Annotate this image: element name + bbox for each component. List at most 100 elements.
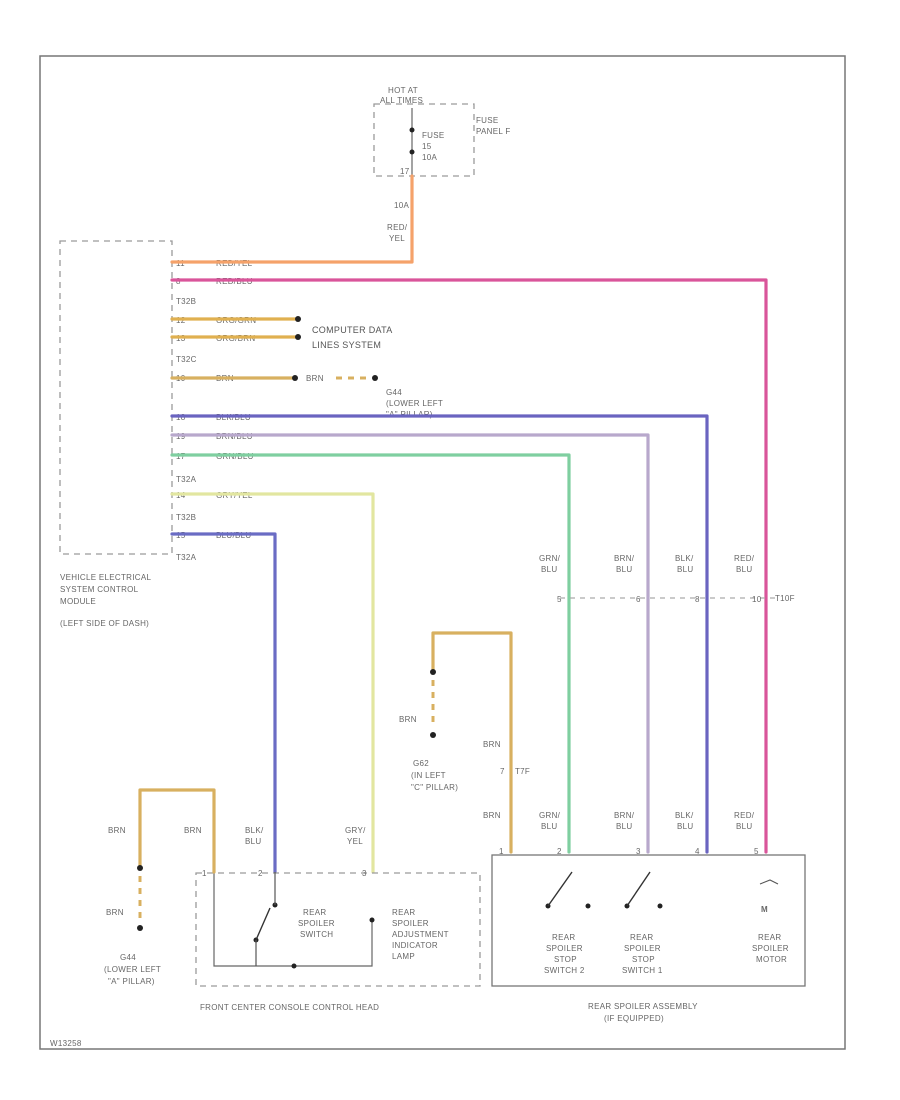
g44-top-dot [372, 375, 378, 381]
t7f-pin: 7 [500, 767, 505, 776]
module-label-3: MODULE [60, 597, 96, 606]
wire-blk-blu [170, 414, 709, 854]
rear-pin: 1 [499, 847, 504, 856]
left-ground-wire-1: BRN [108, 826, 126, 835]
switch-label-2: SPOILER [298, 919, 335, 928]
g62-dot-top [430, 669, 436, 675]
t10f-wire-label: BLU [736, 565, 752, 574]
console-wire-label: GRY/ [345, 826, 366, 835]
lamp-label-4: INDICATOR [392, 941, 438, 950]
fuse-pin-dot-bottom [409, 149, 415, 155]
brn-splice-dot [292, 375, 298, 381]
left-ground-dot-top [137, 865, 143, 871]
computer-data-label-2: LINES SYSTEM [312, 340, 381, 350]
fuse-panel-label-2: PANEL F [476, 127, 511, 136]
t10f-wire-label: BLU [616, 565, 632, 574]
stop2-label-4: SWITCH 2 [544, 966, 585, 975]
t10f-wire-label: GRN/ [539, 554, 561, 563]
lamp-label-2: SPOILER [392, 919, 429, 928]
front-console-wire-labels: BRN BLK/ BLU GRY/ YEL 1 2 3 [184, 826, 367, 878]
t10f-wire-label: BLU [677, 565, 693, 574]
lamp-label-5: LAMP [392, 952, 415, 961]
console-splice-dot [291, 963, 297, 969]
t10f-wire-label: RED/ [734, 554, 755, 563]
rear-pin: 2 [557, 847, 562, 856]
left-ground-name: G44 [120, 953, 136, 962]
module-connector-4: T32B [176, 513, 196, 522]
t10f-pin: 8 [695, 595, 700, 604]
console-pin: 2 [258, 869, 263, 878]
stop2-label-2: SPOILER [546, 944, 583, 953]
motor-symbol: M [759, 879, 779, 914]
rear-assembly-box [491, 854, 806, 987]
wire-blu-blu [170, 532, 277, 874]
module-label-1: VEHICLE ELECTRICAL [60, 573, 151, 582]
rear-wire-label: BLK/ [675, 811, 694, 820]
t10f-labels: GRN/ BLU BRN/ BLU BLK/ BLU RED/ BLU 5 6 … [539, 554, 795, 604]
module-connector-5: T32A [176, 553, 197, 562]
stop1-label-4: SWITCH 1 [622, 966, 663, 975]
rear-wire-label: BLU [541, 822, 557, 831]
hot-label-2: ALL TIMES [380, 96, 423, 105]
hot-label-1: HOT AT [388, 86, 418, 95]
diagram-code: W13258 [50, 1039, 82, 1048]
fuse-panel: HOT AT ALL TIMES FUSE PANEL F FUSE 15 10… [373, 86, 511, 177]
t10f-wire-label: BRN/ [614, 554, 635, 563]
lamp-dot [369, 917, 375, 923]
supply-color-1: RED/ [387, 223, 408, 232]
wire-brn-blu [170, 433, 650, 854]
t10f-pin: 10 [752, 595, 762, 604]
module-connector-1: T32B [176, 297, 196, 306]
supply-color-2: YEL [389, 234, 405, 243]
rear-wire-label: GRN/ [539, 811, 561, 820]
console-wire-label: BLK/ [245, 826, 264, 835]
wire-brn-left-ground [138, 788, 216, 874]
fuse-name-2: 15 [422, 142, 432, 151]
rear-assembly-label-2: (IF EQUIPPED) [604, 1014, 664, 1023]
t10f-pin: 5 [557, 595, 562, 604]
rear-pin: 3 [636, 847, 641, 856]
console-wire-label: BLU [245, 837, 261, 846]
rear-pin: 5 [754, 847, 759, 856]
module-connector-3: T32A [176, 475, 197, 484]
module-connector-2: T32C [176, 355, 197, 364]
console-wire-label: BRN [184, 826, 202, 835]
console-pin: 1 [202, 869, 207, 878]
rear-wire-label: BLU [736, 822, 752, 831]
motor-label-3: MOTOR [756, 955, 787, 964]
t10f-wire-label: BLU [541, 565, 557, 574]
switch-label-1: REAR [303, 908, 326, 917]
g44-top-name: G44 [386, 388, 402, 397]
supply-pin-label: 10A [394, 201, 409, 210]
t10f-pin: 6 [636, 595, 641, 604]
t7f-name: T7F [515, 767, 530, 776]
g62-loc-1: (IN LEFT [411, 771, 446, 780]
motor-label-1: REAR [758, 933, 781, 942]
t10f-name: T10F [775, 594, 795, 603]
wire-brn-g62 [431, 631, 513, 854]
front-console-label: FRONT CENTER CONSOLE CONTROL HEAD [200, 1003, 379, 1012]
control-module-box [59, 240, 173, 555]
stop2-label-1: REAR [552, 933, 575, 942]
t7f-wire: BRN [483, 811, 501, 820]
g62-loc-2: "C" PILLAR) [411, 783, 458, 792]
stop1-label-1: REAR [630, 933, 653, 942]
stop2-label-3: STOP [554, 955, 577, 964]
module-label-4: (LEFT SIDE OF DASH) [60, 619, 149, 628]
wire-red-yel [170, 174, 414, 264]
left-ground-loc-1: (LOWER LEFT [104, 965, 161, 974]
g44-top-wire: BRN [306, 374, 324, 383]
g44-top-loc-1: (LOWER LEFT [386, 399, 443, 408]
computer-data-arrow-2 [295, 334, 301, 340]
fuse-panel-label-1: FUSE [476, 116, 499, 125]
stop-switch-2-symbol [545, 871, 591, 909]
front-console-box [195, 872, 481, 987]
rear-assembly-wire-labels: GRN/ BLU BRN/ BLU BLK/ BLU RED/ BLU 1 2 … [499, 811, 759, 856]
rear-wire-label: BLU [616, 822, 632, 831]
fuse-panel-box [373, 103, 475, 177]
rear-pin: 4 [695, 847, 700, 856]
left-ground-loc-2: "A" PILLAR) [108, 977, 155, 986]
computer-data-arrow-1 [295, 316, 301, 322]
computer-data-label-1: COMPUTER DATA [312, 325, 393, 335]
